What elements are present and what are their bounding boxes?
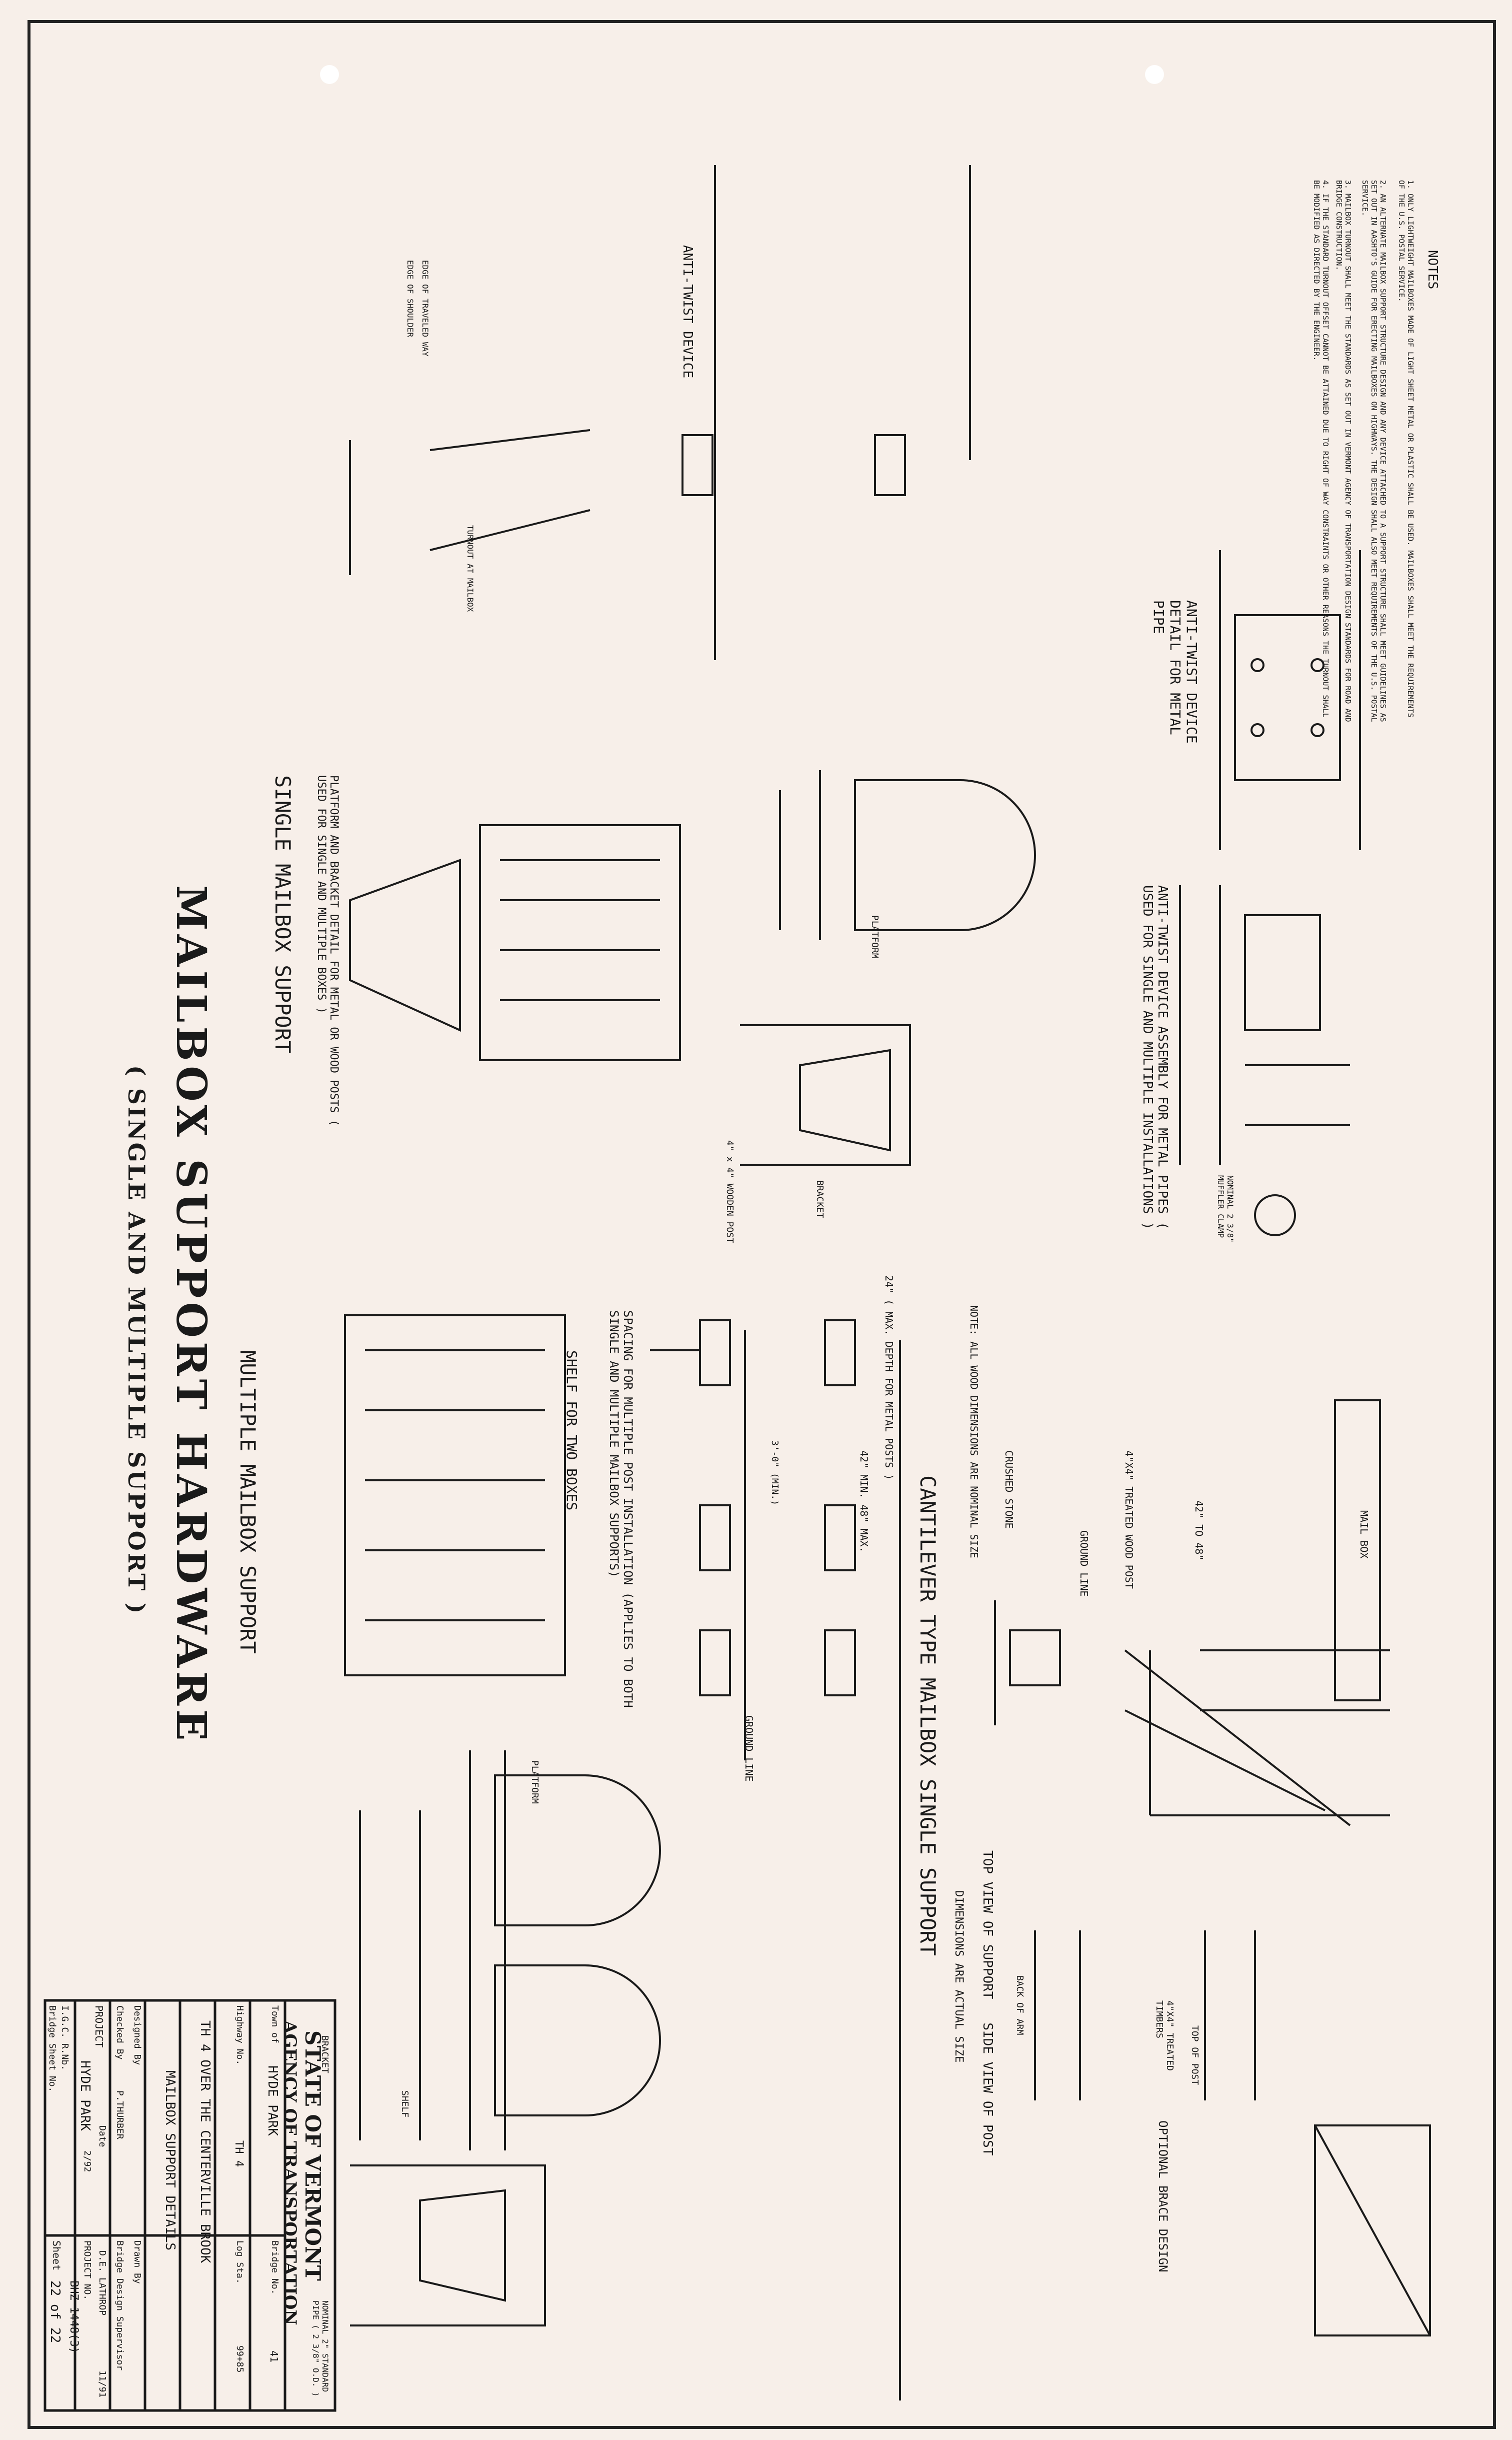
plate-hole — [1250, 658, 1264, 672]
platform-plate — [479, 824, 681, 1061]
punch-hole-bottom — [1145, 65, 1164, 84]
note-1: 1. ONLY LIGHTWEIGHT MAILBOXES MADE OF LI… — [1397, 180, 1415, 718]
plate-hole — [1310, 723, 1324, 737]
label-platform: PLATFORM — [870, 915, 880, 959]
project-no-label: PROJECT NO. — [82, 2240, 92, 2300]
supervisor-value: D.E. LATHROP — [97, 2250, 108, 2316]
checked-label: Checked By — [114, 2005, 125, 2060]
sheet-title: MAILBOX SUPPORT DETAILS — [162, 2070, 178, 2251]
mailbox-outline — [854, 779, 1036, 931]
label-ground-line: GROUND LINE — [1078, 1530, 1090, 1597]
drawn-label: Drawn By — [132, 2240, 142, 2284]
ugc-label: I.G.C. R.Nb. — [60, 2005, 70, 2071]
date2-value: 11/91 — [97, 2370, 108, 2398]
sheet-value: 22 of 22 — [48, 2280, 62, 2343]
note-4: 4. IF THE STANDARD TURNOUT OFFSET CANNOT… — [1312, 180, 1330, 718]
section-shelf-two-boxes: SHELF FOR TWO BOXES — [564, 1350, 580, 1511]
mailbox-rect — [1334, 1399, 1381, 1701]
log-sta-label: Log Sta. — [234, 2240, 245, 2284]
main-subtitle: ( SINGLE AND MULTIPLE SUPPORT ) — [123, 1065, 150, 1616]
designed-label: Designed By — [132, 2005, 142, 2065]
label-platform-multi: PLATFORM — [530, 1760, 540, 1804]
bracket-profile — [349, 859, 461, 1032]
label-crushed-stone: CRUSHED STONE — [1003, 1450, 1015, 1529]
muffler-clamp — [1254, 1194, 1296, 1236]
optional-brace — [1314, 2124, 1431, 2336]
note-3: 3. MAILBOX TURNOUT SHALL MEET THE STANDA… — [1334, 180, 1352, 722]
assembly-plate — [1244, 914, 1321, 1031]
label-wooden-post: 4" x 4" WOODEN POST — [724, 1140, 735, 1243]
label-muffler-clamp: NOMINAL 2 3/8" MUFFLER CLAMP — [1216, 1175, 1235, 1243]
title-block-frame — [44, 1999, 336, 2412]
label-cantilever-dim: 42" TO 48" — [1193, 1500, 1205, 1561]
label-back-of-arm: BACK OF ARM — [1014, 1975, 1025, 2035]
stone-footing — [1009, 1629, 1061, 1686]
bridge-sheet-label: Bridge Sheet No. — [47, 2005, 58, 2092]
section-cantilever: CANTILEVER TYPE MAILBOX SINGLE SUPPORT — [916, 1475, 940, 1956]
section-top-view: TOP VIEW OF SUPPORT SIDE VIEW OF POST — [980, 1850, 995, 2156]
main-title: MAILBOX SUPPORT HARDWARE — [167, 885, 215, 1745]
bridge-no-value: 41 — [268, 2350, 280, 2363]
checked-value: P.THURBER — [114, 2090, 125, 2139]
sheet-label: Sheet — [50, 2240, 62, 2271]
wood-note: NOTE: ALL WOOD DIMENSIONS ARE NOMINAL SI… — [968, 1305, 980, 1558]
punch-hole-top — [320, 65, 339, 84]
section-multiple-support: MULTIPLE MAILBOX SUPPORT — [236, 1350, 260, 1654]
plate-hole — [1310, 658, 1324, 672]
section-single-support: SINGLE MAILBOX SUPPORT — [270, 775, 295, 1054]
label-max-depth: 24" ( MAX. DEPTH FOR METAL POSTS ) — [883, 1275, 895, 1480]
project-no-value: BHZ 1448(3) — [68, 2280, 80, 2353]
outer-border — [28, 20, 1496, 2429]
section-anti-twist-assembly: ANTI-TWIST DEVICE ASSEMBLY FOR METAL PIP… — [1140, 885, 1170, 1230]
label-bracket: BRACKET — [814, 1180, 825, 1218]
label-treated-timbers: 4"X4" TREATED TIMBERS — [1154, 2000, 1175, 2071]
log-sta-value: 99+85 — [234, 2345, 245, 2373]
section-anti-twist-detail: ANTI-TWIST DEVICE DETAIL FOR METAL PIPE — [1150, 600, 1200, 744]
highway-value: TH 4 — [232, 2140, 245, 2167]
label-top-of-post: TOP OF POST — [1190, 2025, 1200, 2085]
agency-line-2: AGENCY OF TRANSPORTATION — [280, 2020, 300, 2325]
bridge-no-label: Bridge No. — [270, 2240, 280, 2295]
label-edge-shoulder: EDGE OF SHOULDER — [406, 260, 415, 338]
supervisor-label: Bridge Design Supervisor — [114, 2240, 125, 2371]
label-mail-box: MAIL BOX — [1358, 1510, 1370, 1559]
anti-twist-plate — [1234, 614, 1341, 781]
section-spacing: SPACING FOR MULTIPLE POST INSTALLATION (… — [607, 1310, 635, 1708]
label-turnout: TURNOUT AT MAILBOX — [466, 525, 475, 612]
plate-hole — [1250, 723, 1264, 737]
bracket-plate — [799, 1049, 891, 1152]
date-label: Date — [97, 2125, 108, 2147]
label-ground-line-multi: GROUND LINE — [743, 1715, 755, 1782]
date-value: 2/92 — [82, 2150, 92, 2172]
town-label: Town of — [270, 2005, 280, 2043]
project-label: PROJECT — [93, 2005, 105, 2048]
section-optional-brace: OPTIONAL BRACE DESIGN — [1156, 2120, 1170, 2272]
agency-line-1: STATE OF VERMONT — [300, 2030, 325, 2281]
project-value: HYDE PARK — [78, 2060, 92, 2131]
label-std-pipe: NOMINAL 2" STANDARD PIPE ( 2 3/8" O.D. ) — [311, 2300, 330, 2397]
notes-heading: NOTES — [1425, 250, 1440, 290]
label-spacing-dim: 3'-0" (MIN.) — [770, 1440, 780, 1506]
label-shelf: SHELF — [400, 2090, 410, 2118]
section-platform-bracket: PLATFORM AND BRACKET DETAIL FOR METAL OR… — [315, 775, 340, 1126]
section-dims-actual: DIMENSIONS ARE ACTUAL SIZE — [952, 1890, 965, 2063]
highway-label: Highway No. — [234, 2005, 245, 2065]
label-treated-wood-post: 4"X4" TREATED WOOD POST — [1123, 1450, 1135, 1589]
town-value: HYDE PARK — [265, 2065, 280, 2136]
label-edge-traveled-way: EDGE OF TRAVELED WAY — [420, 260, 430, 357]
label-min-max-height: 42" MIN. 48" MAX. — [858, 1450, 870, 1553]
shelf-plate — [344, 1314, 566, 1676]
label-anti-twist-device: ANTI-TWIST DEVICE — [680, 245, 695, 379]
note-2: 2. AN ALTERNATE MAILBOX SUPPORT STRUCTUR… — [1360, 180, 1388, 722]
location-value: TH 4 OVER THE CENTERVILLE BROOK — [198, 2020, 212, 2263]
